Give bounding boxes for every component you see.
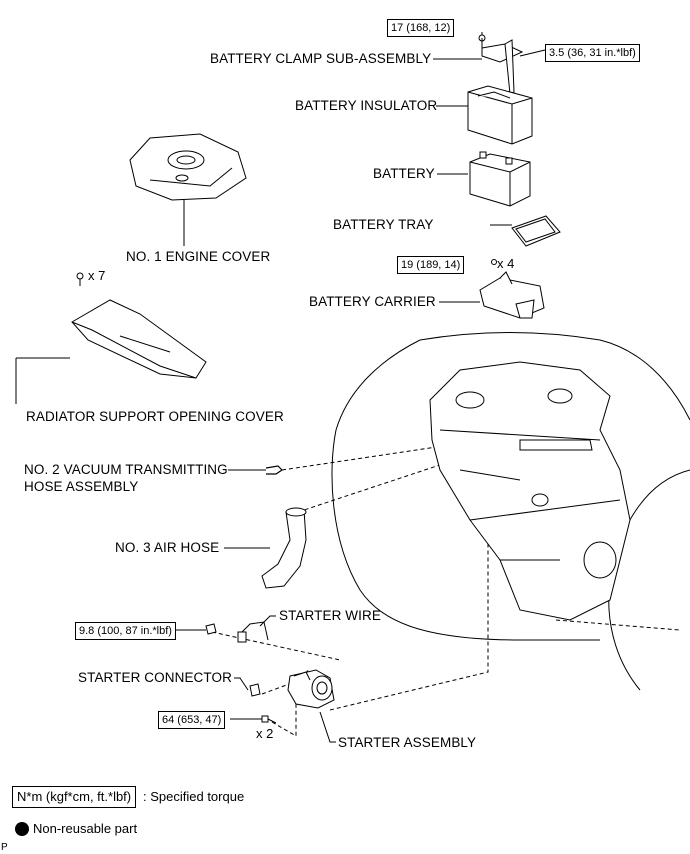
starter-connector-drawing	[249, 683, 261, 697]
torque-starter-wire-nut: 9.8 (100, 87 in.*lbf)	[75, 622, 176, 640]
label-engine-cover: NO. 1 ENGINE COVER	[126, 249, 271, 264]
starter-wire-drawing	[205, 621, 269, 643]
label-battery-tray: BATTERY TRAY	[333, 217, 434, 232]
label-air-hose: NO. 3 AIR HOSE	[115, 540, 220, 555]
battery-drawing	[469, 151, 531, 207]
vehicle-fender-outline	[599, 339, 690, 421]
torque-carrier-bolts: 19 (189, 14)	[397, 256, 465, 274]
battery-clamp-drawing	[478, 34, 524, 95]
engine-assembly-drawing	[429, 361, 631, 621]
label-battery-insulator: BATTERY INSULATOR	[295, 98, 438, 113]
battery-carrier-drawing	[479, 259, 545, 319]
hood-line	[419, 332, 601, 341]
starter-assembly-drawing	[287, 669, 335, 709]
battery-insulator-drawing	[467, 85, 533, 145]
vehicle-body-outline	[331, 339, 600, 641]
starter-wire-leader	[259, 615, 276, 627]
label-vacuum-hose-line1: NO. 2 VACUUM TRANSMITTING	[24, 462, 228, 477]
label-starter-connector: STARTER CONNECTOR	[78, 670, 232, 685]
legend-torque-desc: : Specified torque	[143, 789, 245, 804]
qty-radiator-clips: x 7	[88, 268, 106, 283]
legend-torque-unit: N*m (kgf*cm, ft.*lbf)	[12, 786, 137, 808]
label-starter-assembly: STARTER ASSEMBLY	[338, 735, 477, 750]
clamp-nut-leader	[519, 49, 546, 57]
starter-assembly-leader	[319, 711, 336, 743]
starter-bolt-drawing	[261, 715, 277, 724]
label-starter-wire: STARTER WIRE	[279, 608, 381, 623]
vacuum-dash	[281, 444, 451, 471]
starter-dash	[329, 520, 489, 711]
label-battery-clamp: BATTERY CLAMP SUB-ASSEMBLY	[210, 51, 432, 66]
engine-cover-drawing	[129, 133, 247, 201]
label-radiator-cover: RADIATOR SUPPORT OPENING COVER	[26, 409, 284, 424]
torque-clamp-nut: 3.5 (36, 31 in.*lbf)	[545, 44, 640, 62]
starter-connector-leader	[234, 677, 249, 691]
label-battery-carrier: BATTERY CARRIER	[309, 294, 436, 309]
non-reusable-dot-icon	[15, 822, 29, 836]
qty-starter-bolts: x 2	[256, 726, 274, 741]
air-hose-drawing	[261, 507, 307, 589]
label-battery: BATTERY	[373, 166, 435, 181]
footer-code: P	[1, 842, 8, 853]
label-vacuum-hose-line2: HOSE ASSEMBLY	[24, 479, 139, 494]
battery-tray-drawing	[511, 215, 561, 247]
bolt-hole-dash	[555, 619, 681, 631]
wire-dash	[211, 631, 341, 661]
torque-starter-bolts: 64 (653, 47)	[158, 711, 226, 729]
torque-clamp-bolt: 17 (168, 12)	[387, 19, 455, 37]
bolt-dash	[271, 700, 297, 737]
vacuum-hose-drawing	[265, 465, 283, 475]
qty-carrier-bolts: x 4	[497, 256, 515, 271]
legend-nonreusable-desc: Non-reusable part	[33, 821, 138, 836]
radiator-cover-drawing	[71, 272, 207, 379]
